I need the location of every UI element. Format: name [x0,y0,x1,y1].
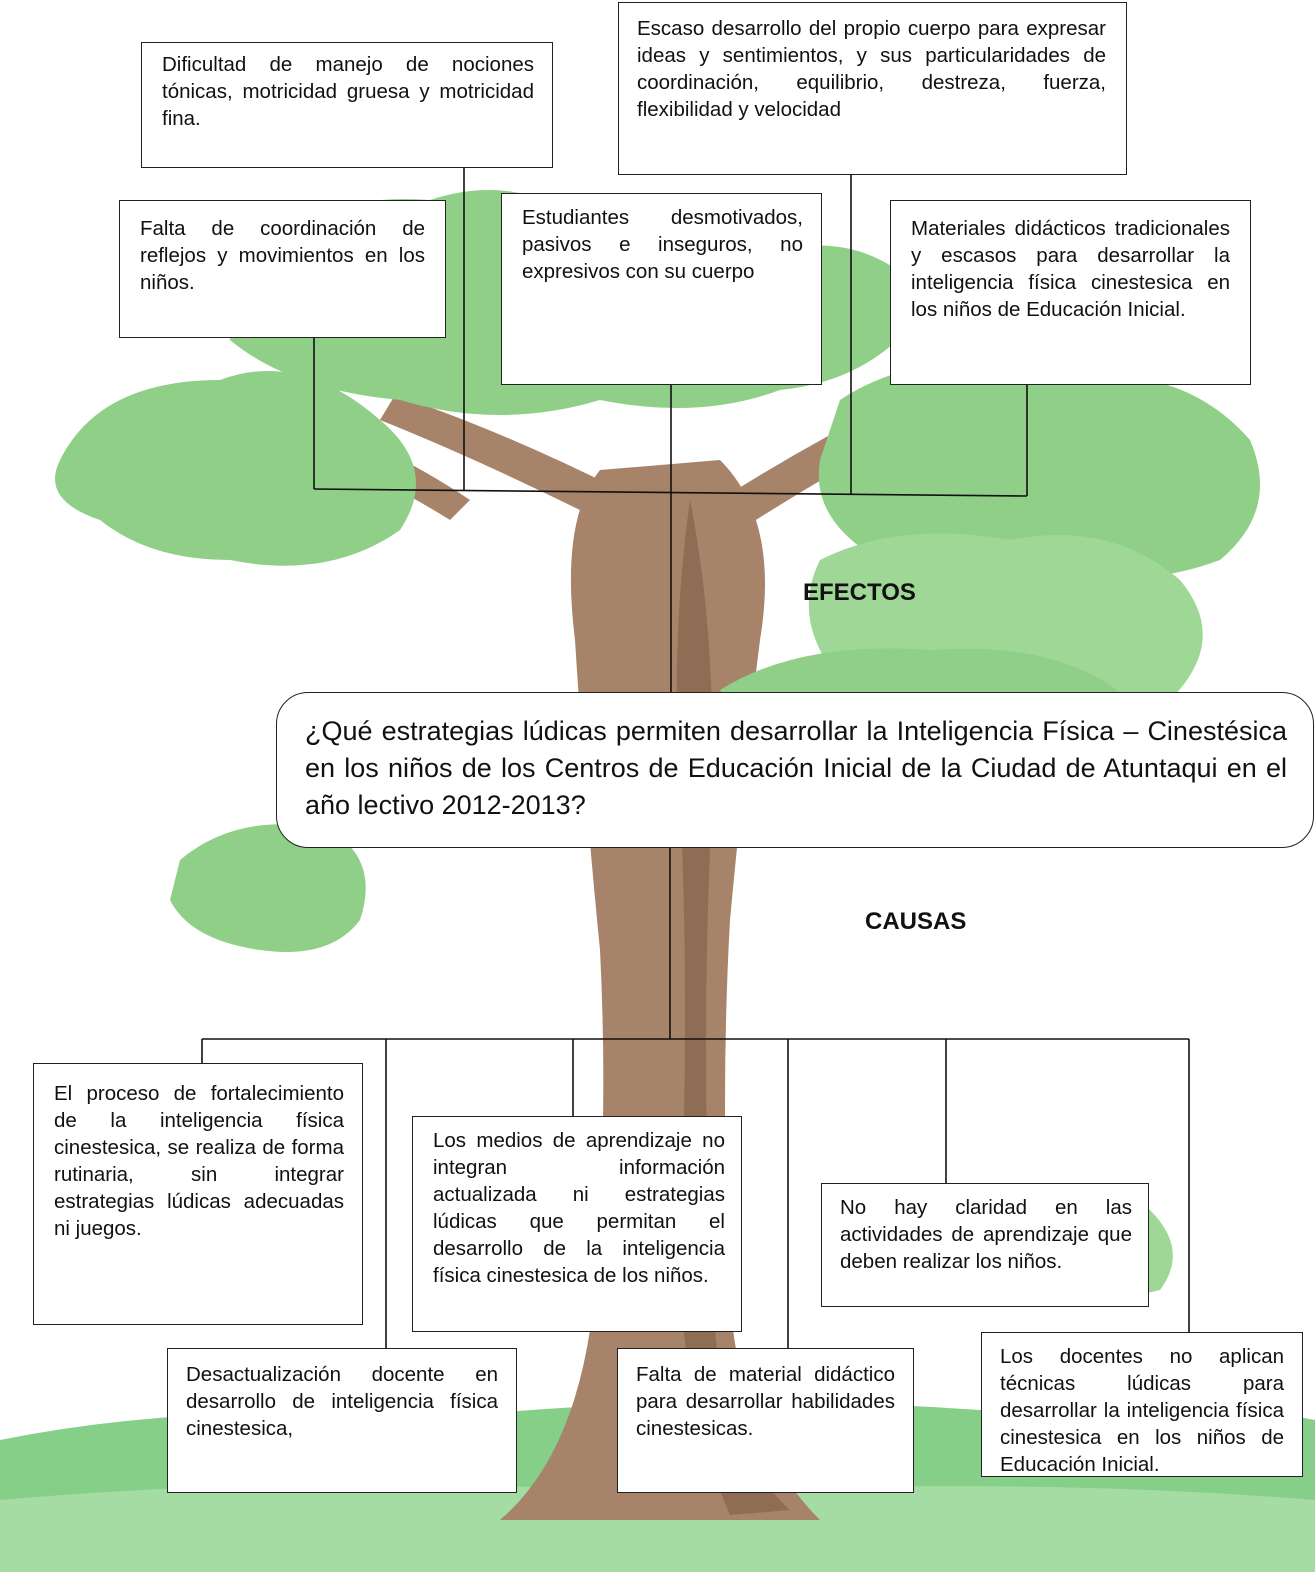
effect-box: Materiales didácticos tradicionales y es… [890,200,1251,385]
problem-statement: ¿Qué estrategias lúdicas permiten desarr… [276,692,1314,848]
cause-box: Los docentes no aplican técnicas lúdicas… [981,1332,1303,1477]
grass-highlight [0,1483,1315,1572]
effect-box: Falta de coordinación de reflejos y movi… [119,200,446,338]
foliage [170,824,366,952]
effects-heading: EFECTOS [803,579,916,606]
effect-text: Falta de coordinación de reflejos y movi… [140,217,425,294]
cause-text: El proceso de fortalecimiento de la inte… [54,1082,344,1240]
cause-box: Desactualización docente en desarrollo d… [167,1348,517,1493]
cause-box: Los medios de aprendizaje no integran in… [412,1116,742,1332]
problem-question: ¿Qué estrategias lúdicas permiten desarr… [305,716,1287,820]
effect-text: Dificultad de manejo de nociones tónicas… [162,53,534,130]
cause-box: Falta de material didáctico para desarro… [617,1348,914,1493]
effect-text: Materiales didácticos tradicionales y es… [911,217,1230,321]
effect-box: Dificultad de manejo de nociones tónicas… [141,42,553,168]
effect-text: Escaso desarrollo del propio cuerpo para… [637,17,1106,121]
cause-text: No hay claridad en las actividades de ap… [840,1196,1132,1273]
foliage [55,371,416,566]
cause-box: No hay claridad en las actividades de ap… [821,1183,1149,1307]
cause-text: Los medios de aprendizaje no integran in… [433,1129,725,1287]
foliage [818,364,1260,583]
effect-box: Estudiantes desmotivados, pasivos e inse… [501,193,822,385]
causes-heading: CAUSAS [865,908,967,935]
cause-text: Los docentes no aplican técnicas lúdicas… [1000,1345,1284,1476]
cause-text: Falta de material didáctico para desarro… [636,1363,895,1440]
effect-text: Estudiantes desmotivados, pasivos e inse… [522,206,803,283]
cause-box: El proceso de fortalecimiento de la inte… [33,1063,363,1325]
effect-box: Escaso desarrollo del propio cuerpo para… [618,2,1127,175]
cause-text: Desactualización docente en desarrollo d… [186,1363,498,1440]
